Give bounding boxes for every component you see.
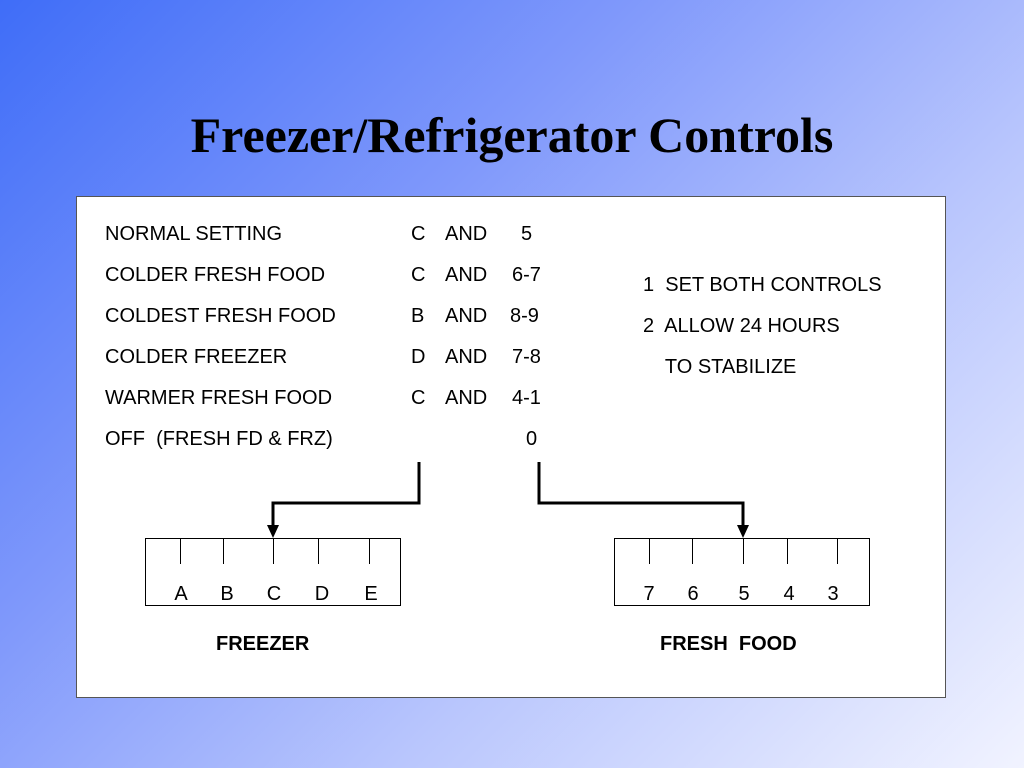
dial-position-label: A bbox=[174, 583, 188, 605]
setting-fresh-value: 0 bbox=[526, 428, 538, 450]
instruction-step: TO STABILIZE bbox=[643, 356, 797, 378]
setting-fresh-value: 7-8 bbox=[512, 346, 541, 368]
instruction-step: 1 SET BOTH CONTROLS bbox=[643, 274, 882, 296]
setting-freezer-value: D bbox=[411, 346, 426, 368]
dial-tick bbox=[837, 539, 838, 564]
dial-position-label: 5 bbox=[738, 583, 750, 605]
dial-position-label: D bbox=[314, 583, 330, 605]
setting-name: COLDEST FRESH FOOD bbox=[105, 305, 336, 327]
dial-position-label: 7 bbox=[643, 583, 655, 605]
setting-fresh-value: 5 bbox=[521, 223, 533, 245]
setting-freezer-value: B bbox=[411, 305, 425, 327]
setting-freezer-value: C bbox=[411, 264, 426, 286]
dial-position-label: B bbox=[220, 583, 234, 605]
setting-freezer-value: C bbox=[411, 387, 426, 409]
dial-position-label: C bbox=[266, 583, 282, 605]
setting-name: COLDER FRESH FOOD bbox=[105, 264, 326, 286]
fresh-connector-line bbox=[537, 462, 745, 527]
dial-tick bbox=[223, 539, 224, 564]
fresh-arrowhead bbox=[737, 525, 749, 538]
freezer-dial: A B C D E bbox=[145, 538, 401, 606]
dial-tick bbox=[787, 539, 788, 564]
setting-fresh-value: 6-7 bbox=[512, 264, 541, 286]
setting-conjunction: AND bbox=[445, 387, 488, 409]
dial-connector-arrows bbox=[267, 462, 749, 538]
fresh-food-dial: 7 6 5 4 3 bbox=[614, 538, 870, 606]
setting-fresh-value: 4-1 bbox=[512, 387, 541, 409]
instruction-step: 2 ALLOW 24 HOURS bbox=[643, 315, 840, 337]
dial-tick bbox=[369, 539, 370, 564]
setting-conjunction: AND bbox=[445, 346, 488, 368]
dial-tick bbox=[692, 539, 693, 564]
dial-tick bbox=[649, 539, 650, 564]
dial-position-label: 4 bbox=[783, 583, 795, 605]
setting-fresh-value: 8-9 bbox=[510, 305, 539, 327]
dial-tick bbox=[273, 539, 274, 564]
freezer-connector-line bbox=[271, 462, 421, 527]
dial-position-label: 6 bbox=[687, 583, 699, 605]
setting-conjunction: AND bbox=[445, 305, 488, 327]
fresh-food-dial-label: FRESH FOOD bbox=[660, 633, 797, 655]
setting-name: WARMER FRESH FOOD bbox=[105, 387, 333, 409]
setting-conjunction: AND bbox=[445, 264, 488, 286]
setting-name: NORMAL SETTING bbox=[105, 223, 283, 245]
dial-tick bbox=[318, 539, 319, 564]
slide-title: Freezer/Refrigerator Controls bbox=[190, 107, 834, 163]
dial-tick bbox=[743, 539, 744, 564]
dial-position-label: 3 bbox=[827, 583, 839, 605]
freezer-arrowhead bbox=[267, 525, 279, 538]
freezer-dial-label: FREEZER bbox=[216, 633, 310, 655]
controls-panel: NORMAL SETTING C AND 5 COLDER FRESH FOOD… bbox=[76, 196, 946, 698]
dial-position-label: E bbox=[364, 583, 378, 605]
setting-freezer-value: C bbox=[411, 223, 426, 245]
dial-tick bbox=[180, 539, 181, 564]
setting-name: OFF (FRESH FD & FRZ) bbox=[105, 428, 333, 450]
setting-conjunction: AND bbox=[445, 223, 488, 245]
setting-name: COLDER FREEZER bbox=[105, 346, 288, 368]
